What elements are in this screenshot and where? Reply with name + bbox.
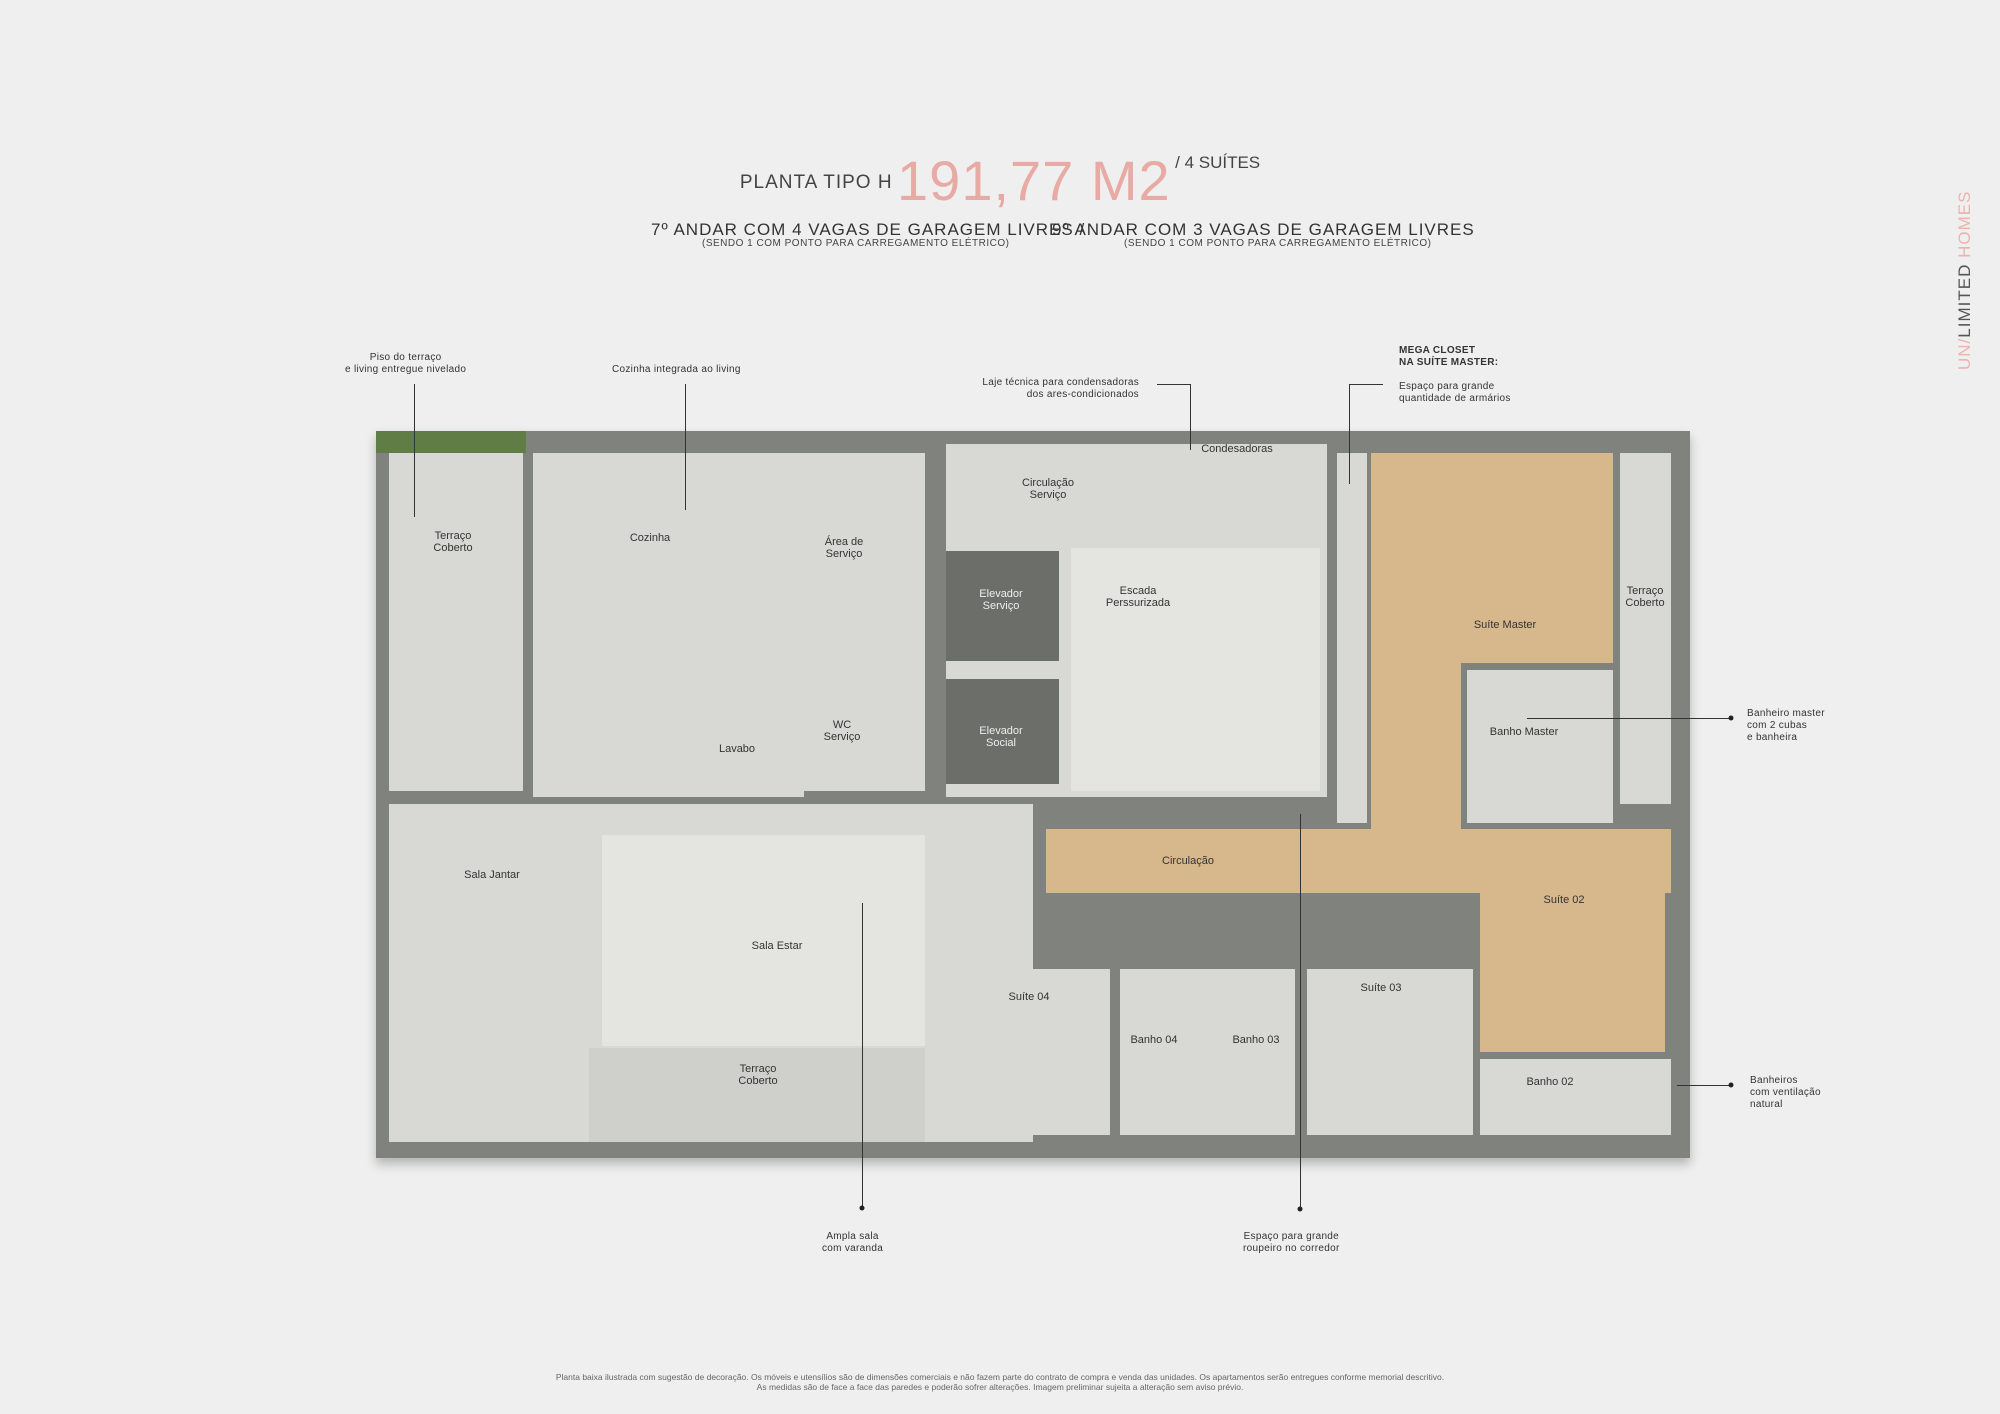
leader-line <box>1677 1085 1731 1086</box>
plan-type: PLANTA TIPO H <box>739 172 893 193</box>
note-piso-nivelado: Piso do terraço e living entregue nivela… <box>345 352 467 375</box>
label-banho-master: Banho Master <box>1489 726 1559 738</box>
disclaimer: Planta baixa ilustrada com sugestão de d… <box>0 1372 2000 1392</box>
room-escada <box>1071 548 1320 791</box>
label-elevador-servico: Elevador Serviço <box>979 588 1023 612</box>
room-cozinha <box>533 453 804 797</box>
label-cozinha: Cozinha <box>629 532 671 544</box>
garage-7th-note: (SENDO 1 COM PONTO PARA CARREGAMENTO ELÉ… <box>702 238 1010 249</box>
label-terraco-coberto-2: Terraço Coberto <box>1625 585 1665 609</box>
label-lavabo: Lavabo <box>718 743 756 755</box>
label-circulacao: Circulação <box>1162 855 1214 867</box>
label-banho-04: Banho 04 <box>1130 1034 1178 1046</box>
room-suite-02 <box>1480 835 1665 1052</box>
note-ventilacao: Banheiros com ventilação natural <box>1750 1075 1821 1110</box>
label-condensadoras: Condesadoras <box>1201 443 1273 455</box>
garage-9th: 9º ANDAR COM 3 VAGAS DE GARAGEM LIVRES <box>1052 220 1475 239</box>
leader-line <box>1157 384 1191 385</box>
leader-line <box>1190 384 1191 450</box>
leader-dot <box>1728 715 1734 721</box>
room-suite-03 <box>1307 969 1473 1135</box>
note-roupeiro: Espaço para grande roupeiro no corredor <box>1243 1231 1340 1254</box>
room-terraco-bottom <box>589 1048 925 1142</box>
label-escada: Escada Perssurizada <box>1105 585 1171 609</box>
note-ampla-sala: Ampla sala com varanda <box>822 1231 884 1254</box>
disclaimer-line-1: Planta baixa ilustrada com sugestão de d… <box>555 1372 1445 1382</box>
note-mega-closet-title: MEGA CLOSET NA SUÍTE MASTER: <box>1399 345 1499 368</box>
label-area-servico: Área de Serviço <box>824 536 864 560</box>
label-banho-03: Banho 03 <box>1232 1034 1280 1046</box>
disclaimer-line-2: As medidas são de face a face das parede… <box>756 1382 1244 1392</box>
room-terraco-right <box>1620 453 1671 804</box>
label-circulacao-servico: Circulação Serviço <box>1022 477 1074 501</box>
leader-line <box>685 384 686 510</box>
note-cozinha: Cozinha integrada ao living <box>612 364 741 375</box>
room-elevador-social <box>946 679 1059 784</box>
note-banheiro-master: Banheiro master com 2 cubas e banheira <box>1747 708 1825 743</box>
room-suite-master <box>1371 453 1613 663</box>
label-terraco-coberto: Terraço Coberto <box>433 530 473 554</box>
room-terraco-left <box>389 453 523 791</box>
planter <box>376 431 526 453</box>
label-suite-04: Suíte 04 <box>1008 991 1050 1003</box>
leader-line <box>1527 718 1731 719</box>
room-area-servico <box>804 453 925 791</box>
leader-dot <box>1297 1206 1303 1212</box>
room-banho-master <box>1467 670 1613 823</box>
leader-line <box>1349 384 1350 484</box>
label-wc-servico: WC Serviço <box>823 719 861 743</box>
plan-title: PLANTA TIPO H 191,77 M2 / 4 SUÍTES <box>0 148 2000 213</box>
plan-area: 191,77 M2 <box>897 149 1171 212</box>
garage-7th: 7º ANDAR COM 4 VAGAS DE GARAGEM LIVRES / <box>651 220 1086 239</box>
leader-line <box>414 384 415 517</box>
note-mega-closet: Espaço para grande quantidade de armário… <box>1399 381 1511 404</box>
label-elevador-social: Elevador Social <box>979 725 1023 749</box>
label-sala-estar: Sala Estar <box>751 940 803 952</box>
rug-sala-estar <box>602 835 925 1046</box>
label-suite-master: Suíte Master <box>1473 619 1537 631</box>
corridor-master <box>1371 663 1461 829</box>
label-sala-jantar: Sala Jantar <box>464 869 520 881</box>
floor-plan: Terraço Coberto Cozinha Área de Serviço … <box>376 431 1690 1158</box>
room-banhos <box>1120 969 1295 1135</box>
closet-strip <box>1337 453 1367 823</box>
leader-line <box>862 903 863 1208</box>
label-banho-02: Banho 02 <box>1526 1076 1574 1088</box>
label-terraco-coberto-3: Terraço Coberto <box>738 1063 778 1087</box>
label-suite-03: Suíte 03 <box>1360 982 1402 994</box>
room-suite-04 <box>944 969 1110 1135</box>
room-banho-02 <box>1480 1059 1671 1135</box>
brand-logo: UN/LIMITED HOMES <box>1955 190 1974 370</box>
leader-dot <box>859 1205 865 1211</box>
leader-line <box>1349 384 1383 385</box>
garage-9th-note: (SENDO 1 COM PONTO PARA CARREGAMENTO ELÉ… <box>1124 238 1432 249</box>
leader-line <box>1300 814 1301 1209</box>
note-laje-tecnica: Laje técnica para condensadoras dos ares… <box>982 377 1139 400</box>
leader-dot <box>1728 1082 1734 1088</box>
label-suite-02: Suíte 02 <box>1543 894 1585 906</box>
room-elevador-servico <box>946 551 1059 661</box>
plan-suites: / 4 SUÍTES <box>1175 153 1261 172</box>
